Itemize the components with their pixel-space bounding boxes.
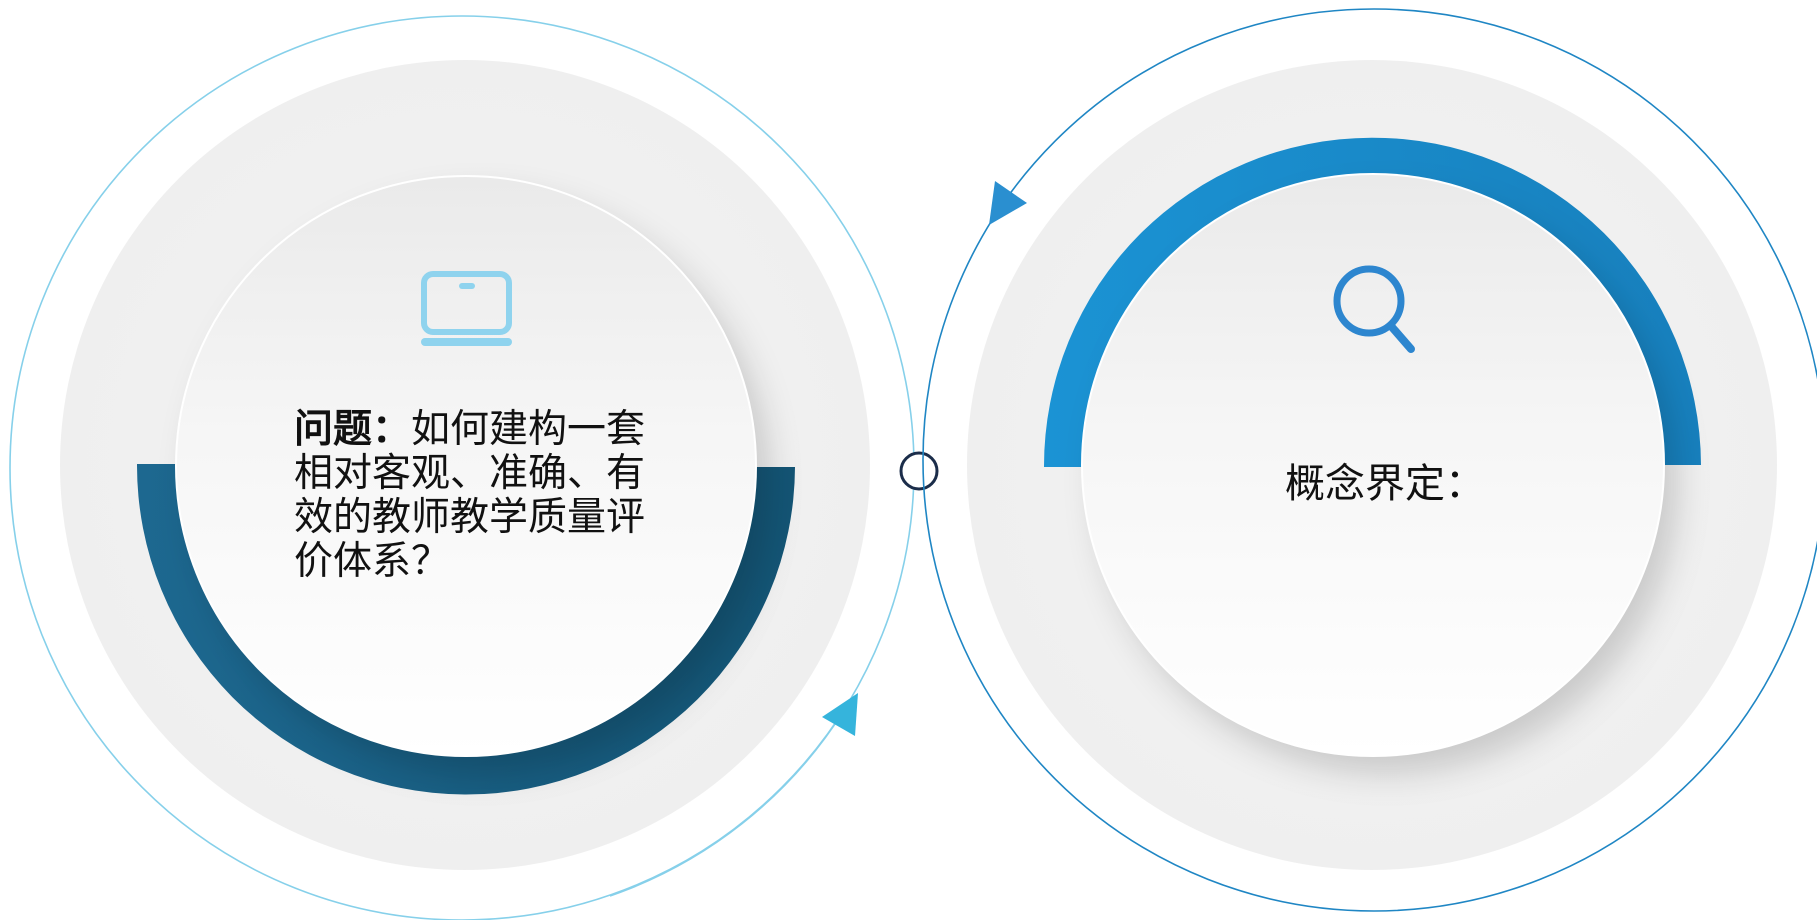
left-inner-disc-rim xyxy=(175,175,757,757)
search-icon xyxy=(1333,265,1415,353)
right-outer-ring xyxy=(922,8,1817,912)
right-progress-arc xyxy=(1043,137,1701,467)
question-body: 如何建构一套相对客观、准确、有效的教师教学质量评价体系？ xyxy=(294,407,646,584)
right-inner-disc xyxy=(1082,174,1664,756)
left-node xyxy=(9,15,915,920)
concept-definition-label: 概念界定： xyxy=(1285,461,1485,507)
connector-dot xyxy=(899,451,939,491)
left-progress-arc xyxy=(136,464,795,795)
left-cycle-arrowhead xyxy=(822,693,858,736)
right-node xyxy=(922,8,1817,912)
question-colon: ： xyxy=(372,407,412,452)
left-question-text: 问题：如何建构一套相对客观、准确、有效的教师教学质量评价体系？ xyxy=(294,408,674,584)
right-inner-disc-rim xyxy=(1081,173,1665,757)
question-label: 问题 xyxy=(294,407,373,452)
left-cycle-arrow-line xyxy=(609,711,844,897)
left-inner-disc xyxy=(176,176,756,756)
laptop-icon xyxy=(421,271,512,346)
right-cycle-arrowhead xyxy=(989,181,1027,225)
